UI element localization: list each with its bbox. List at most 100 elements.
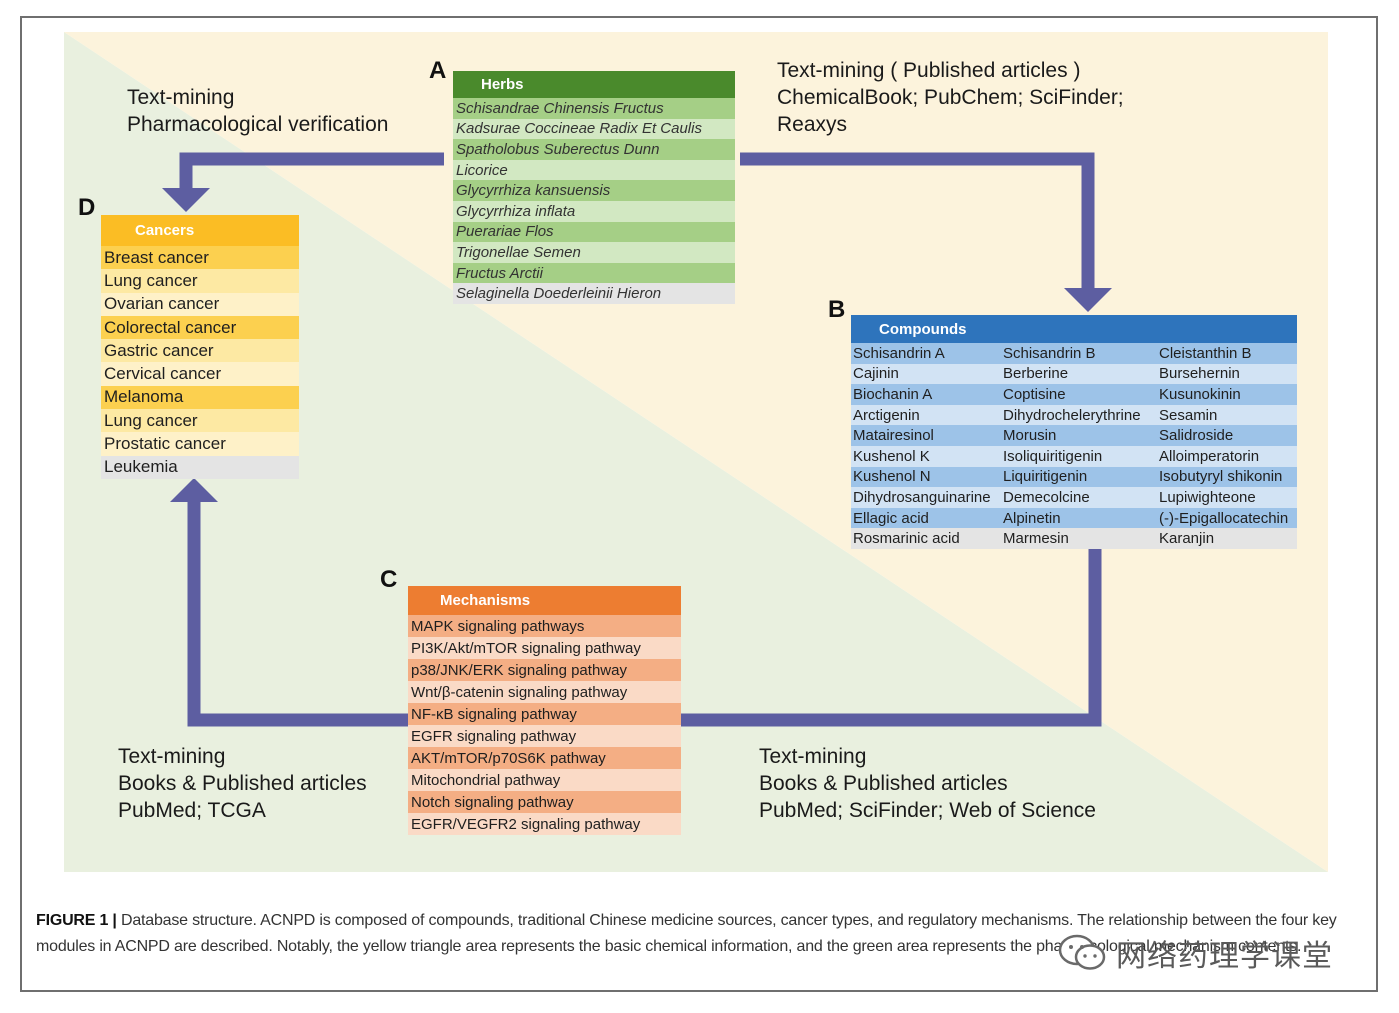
note-bottom-left: Text-mining Books & Published articles P…	[118, 743, 367, 824]
caption-text: Database structure. ACNPD is composed of…	[36, 912, 1337, 955]
cancer-item: Leukemia	[101, 455, 299, 479]
cancer-item: Lung cancer	[101, 269, 299, 293]
mechanism-item: MAPK signaling pathways	[408, 615, 681, 637]
mechanism-item: PI3K/Akt/mTOR signaling pathway	[408, 637, 681, 659]
herb-item: Spatholobus Suberectus Dunn	[453, 139, 735, 160]
compound-item: Bursehernin	[1159, 365, 1240, 383]
note-line: Books & Published articles	[759, 772, 1008, 795]
compound-item: Cleistanthin B	[1159, 344, 1252, 362]
note-line: Text-mining	[118, 745, 226, 768]
compounds-panel: Compounds Schisandrin A Schisandrin B Clei…	[851, 315, 1297, 549]
herb-item: Kadsurae Coccineae Radix Et Caulis	[453, 118, 735, 140]
compound-item: Matairesinol	[853, 427, 934, 445]
compound-row: Schisandrin A Schisandrin B Cleistanthin B	[851, 343, 1297, 364]
yellow-area	[64, 32, 1328, 872]
note-top-right: Text-mining ( Published articles ) Chemi…	[777, 57, 1124, 138]
mechanism-item: Notch signaling pathway	[408, 791, 681, 813]
wechat-icon	[1058, 934, 1106, 970]
compound-item: Arctigenin	[853, 406, 920, 424]
arrow-herbs-to-compounds	[740, 152, 1112, 312]
note-line: Text-mining	[127, 86, 235, 109]
compound-item: Schisandrin A	[853, 344, 945, 362]
herb-item: Selaginella Doederleinii Hieron	[453, 283, 735, 304]
mechanism-item: AKT/mTOR/p70S6K pathway	[408, 747, 681, 769]
caption-label: FIGURE 1 |	[36, 912, 117, 929]
compound-item: Isoliquiritigenin	[1003, 447, 1103, 465]
compound-row: Kushenol N Liquiritigenin Isobutyryl shiko…	[851, 466, 1297, 488]
compounds-header: Compounds	[851, 315, 1297, 343]
compound-item: Kusunokinin	[1159, 385, 1241, 403]
note-line: Books & Published articles	[118, 772, 367, 795]
arrow-mechanisms-to-cancers	[170, 478, 408, 727]
compound-item: Kushenol N	[853, 468, 931, 486]
compound-item: Berberine	[1003, 365, 1069, 383]
herb-item: Glycyrrhiza inflata	[453, 200, 735, 222]
cancer-item: Gastric cancer	[101, 339, 299, 363]
cancer-item: Prostatic cancer	[101, 432, 299, 456]
compound-item: Schisandrin B	[1003, 344, 1096, 362]
note-top-left: Text-mining Pharmacological verification	[127, 84, 388, 138]
compound-row: Matairesinol Morusin Salidroside	[851, 425, 1297, 446]
compound-row: Ellagic acid Alpinetin (-)-Epigallocatechi…	[851, 507, 1297, 529]
note-line: PubMed; SciFinder; Web of Science	[759, 799, 1096, 822]
mechanism-item: Mitochondrial pathway	[408, 769, 681, 791]
compound-item: Salidroside	[1159, 427, 1234, 445]
panel-letter-b: B	[828, 296, 846, 323]
panel-letter-a: A	[429, 57, 447, 84]
arrow-compounds-to-mechanisms	[680, 548, 1102, 727]
cancer-item: Lung cancer	[101, 409, 299, 433]
herb-item: Glycyrrhiza kansuensis	[453, 180, 735, 201]
watermark: 网络药理学课堂	[1058, 930, 1333, 976]
cancer-item: Melanoma	[101, 385, 299, 410]
note-bottom-right: Text-mining Books & Published articles P…	[759, 743, 1096, 824]
compound-item: Ellagic acid	[853, 509, 929, 527]
mechanism-item: Wnt/β-catenin signaling pathway	[408, 681, 681, 703]
mechanism-item: EGFR/VEGFR2 signaling pathway	[408, 813, 681, 835]
compound-item: Cajinin	[853, 365, 899, 383]
compound-row: Rosmarinic acid Marmesin Karanjin	[851, 528, 1297, 549]
compound-item: Alloimperatorin	[1159, 447, 1260, 465]
note-line: PubMed; TCGA	[118, 799, 266, 822]
cancer-item: Cervical cancer	[101, 362, 299, 386]
note-line: Text-mining ( Published articles )	[777, 59, 1081, 82]
note-line: Text-mining	[759, 745, 867, 768]
panel-letter-c: C	[380, 566, 398, 593]
mechanisms-header: Mechanisms	[408, 586, 681, 615]
compound-item: Kushenol K	[853, 447, 930, 465]
cancer-item: Breast cancer	[101, 246, 299, 270]
compound-item: Demecolcine	[1003, 488, 1090, 506]
watermark-text: 网络药理学课堂	[1116, 940, 1333, 973]
herb-item: Fructus Arctii	[453, 262, 735, 284]
herb-item: Trigonellae Semen	[453, 242, 735, 263]
cancers-header: Cancers	[101, 215, 299, 246]
compound-item: Karanjin	[1159, 530, 1215, 548]
arrow-herbs-to-cancers	[162, 152, 444, 212]
compound-item: Marmesin	[1003, 530, 1069, 548]
herb-item: Schisandrae Chinensis Fructus	[453, 98, 735, 119]
compound-item: Isobutyryl shikonin	[1159, 468, 1283, 486]
herbs-header: Herbs	[453, 71, 735, 98]
mechanism-item: NF-κB signaling pathway	[408, 703, 681, 725]
cancer-item: Colorectal cancer	[101, 315, 299, 340]
mechanism-item: p38/JNK/ERK signaling pathway	[408, 659, 681, 681]
compound-item: Rosmarinic acid	[853, 530, 960, 548]
compound-item: Lupiwighteone	[1159, 488, 1256, 506]
compound-item: Liquiritigenin	[1003, 468, 1088, 486]
mechanism-item: EGFR signaling pathway	[408, 725, 681, 747]
compound-item: Dihydrosanguinarine	[853, 488, 991, 506]
compound-item: Alpinetin	[1003, 509, 1061, 527]
herb-item: Licorice	[453, 159, 735, 181]
cancer-item: Ovarian cancer	[101, 292, 299, 316]
compound-item: Coptisine	[1003, 385, 1066, 403]
herb-item: Puerariae Flos	[453, 221, 735, 243]
compound-item: Sesamin	[1159, 406, 1218, 424]
compound-item: (-)-Epigallocatechin	[1159, 509, 1289, 527]
note-line: ChemicalBook; PubChem; SciFinder;	[777, 86, 1124, 109]
compound-item: Morusin	[1003, 427, 1057, 445]
compound-row: Dihydrosanguinarine Demecolcine Lupiwighte…	[851, 487, 1297, 508]
